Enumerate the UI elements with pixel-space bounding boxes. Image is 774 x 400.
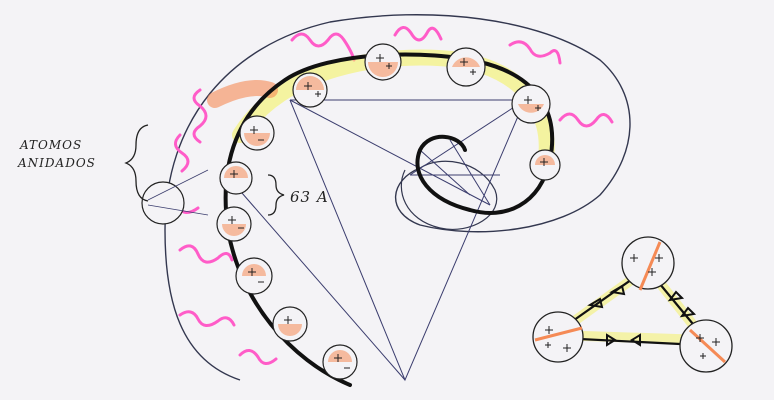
triad-diagram	[533, 237, 732, 372]
atomos-label: ATOMOS	[20, 138, 82, 152]
triad-nucleosome-left	[533, 312, 583, 362]
distance-label: 63 A	[290, 188, 329, 206]
distance-bracket	[268, 175, 284, 215]
triad-nucleosome-top	[622, 237, 674, 289]
construction-lines	[235, 100, 525, 380]
anidados-label: ANIDADOS	[18, 156, 96, 170]
loose-nucleosome	[142, 182, 184, 224]
left-bracket	[126, 125, 148, 201]
